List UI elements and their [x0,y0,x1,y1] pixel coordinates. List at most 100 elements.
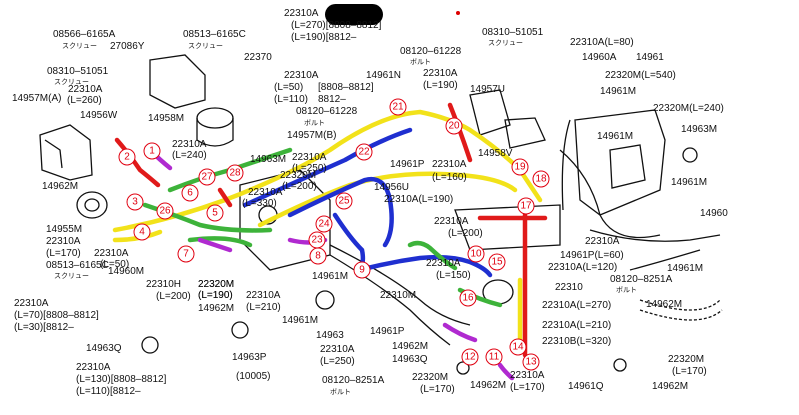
label: 22310A(L=120) [548,262,617,273]
label: ボルト [410,58,431,66]
callout-5: 5 [206,204,224,222]
right-valve [504,117,546,149]
label: 22320M [280,170,316,181]
callout-1: 1 [143,142,161,160]
pump-body [76,191,108,219]
callout-number: 1 [149,146,155,157]
label: 22310A [246,290,281,301]
label: (L=170) [46,248,81,259]
label: 22320M [412,372,448,383]
label: 14961 [636,52,664,63]
label: (L=30)[8812– [14,322,74,333]
callout-number: 9 [359,265,365,276]
label: 22310A [76,362,111,373]
callout-27: 27 [198,168,216,186]
purple-hose-4 [497,362,515,381]
callout-number: 14 [512,342,524,353]
callout-13: 13 [522,353,540,371]
label: 14963M [681,124,717,135]
label: 14961N [366,70,401,81]
right-mount-bracket [469,89,511,136]
callout-number: 20 [448,121,460,132]
label: 14960A [582,52,617,63]
callout-25: 25 [335,192,353,210]
label: 22310 [555,282,583,293]
label: 08513–6165C [183,29,246,40]
label: 22310A [46,236,81,247]
callout-17: 17 [517,197,535,215]
label: 14955M [46,224,82,235]
callout-22: 22 [355,143,373,161]
right-panel [574,109,666,216]
callout-number: 21 [392,102,404,113]
label: (10005) [236,371,270,382]
label: (L=200) [448,228,483,239]
red-hose-1 [114,137,161,188]
label: 08120–61228 [296,106,358,117]
label: 14962M [42,181,78,192]
label: (L=190) [423,80,458,91]
label: 22310A [320,344,355,355]
callout-number: 26 [159,206,171,217]
blue-hose-mid [287,176,394,248]
label: (L=270)[8808–8812] [291,20,382,31]
upper-bracket [149,54,206,109]
label: (L=160) [432,172,467,183]
callout-number: 2 [124,152,130,163]
clamp-1 [315,290,335,310]
callout-6: 6 [181,184,199,202]
label: (L=50) [100,259,129,270]
callout-number: 10 [470,249,482,260]
label: 22310A(L=210) [542,320,611,331]
callout-number: 7 [183,249,189,260]
label: 22310B(L=320) [542,336,611,347]
label: (L=170) [420,384,455,395]
label: (L=260) [67,95,102,106]
callout-number: 19 [514,162,526,173]
callout-28: 28 [226,164,244,182]
black-hose-5 [559,149,661,239]
callouts: 1 2 3 4 5 6 7 8 9 10 11 12 13 14 15 16 1… [118,98,550,371]
callout-2: 2 [118,148,136,166]
label: 22310A [426,258,461,269]
label: ボルト [304,119,325,127]
label: (L=190) [198,290,233,301]
label: 14961M [282,315,318,326]
label: 14962M [646,299,682,310]
label: (L=170) [672,366,707,377]
label: スクリュー [54,78,89,86]
label: 14961P(L=60) [560,250,624,261]
label: (L=330) [242,198,277,209]
black-hose-6 [561,119,571,211]
callout-9: 9 [353,261,371,279]
label: 14957M(B) [287,130,336,141]
label: 08310–51051 [482,27,544,38]
callout-18: 18 [532,170,550,188]
left-bracket [39,124,93,181]
label: 14961P [370,326,405,337]
label: 14961Q [568,381,604,392]
green-hose-5 [187,236,253,248]
label: 22310A(L=190) [384,194,453,205]
purple-hose-5 [197,237,233,253]
label: 22310A [68,84,103,95]
label: 22310A(L=270) [542,300,611,311]
label: 22310A [510,370,545,381]
label: (L=250) [292,163,327,174]
blue-hose-upper [242,127,413,208]
label: 08120–8251A [322,375,385,386]
label: (L=250) [320,356,355,367]
label: 22370 [244,52,272,63]
label: ボルト [616,286,637,294]
clamp-5 [613,358,627,372]
red-dot-mark [456,11,460,15]
callout-14: 14 [509,338,527,356]
callout-12: 12 [461,348,479,366]
label: 27086Y [110,41,145,52]
colored-hoses [112,102,548,381]
callout-number: 24 [318,219,330,230]
label: 14960 [700,208,728,219]
callout-3: 3 [126,193,144,211]
label: 14957U [470,84,505,95]
